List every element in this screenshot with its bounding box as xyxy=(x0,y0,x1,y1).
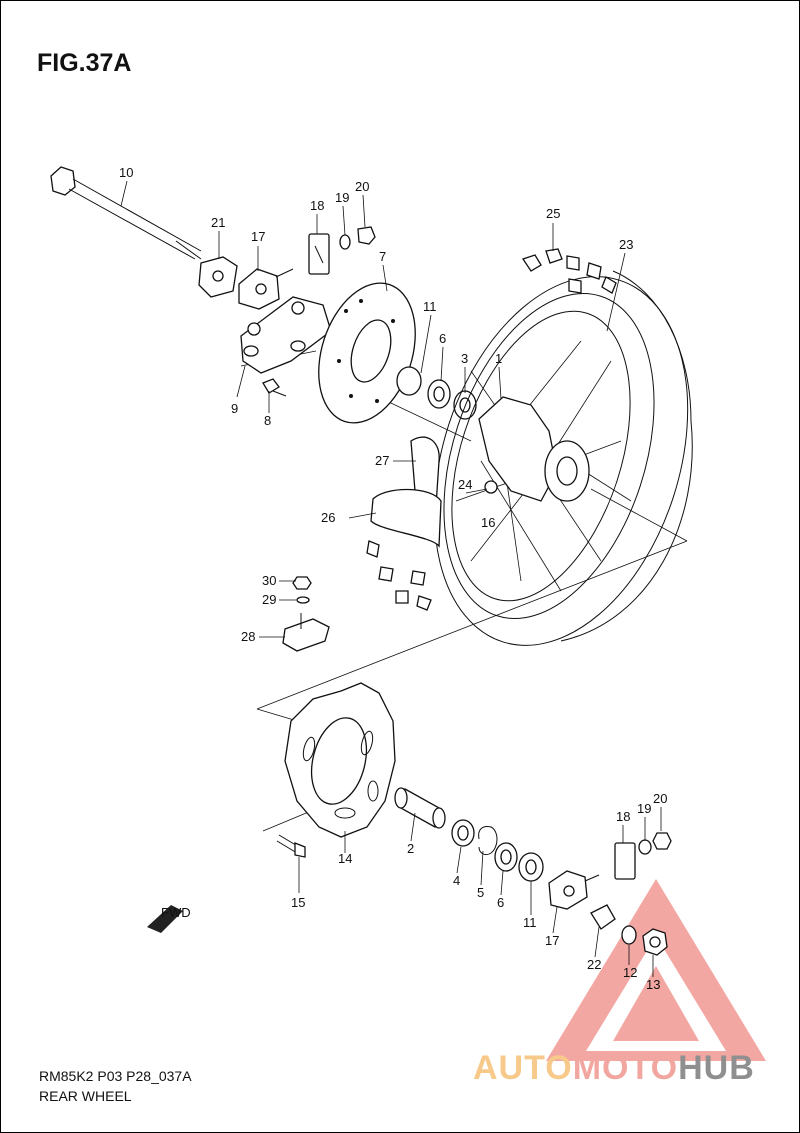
diagram-code: RM85K2 P03 P28_037A xyxy=(39,1068,192,1084)
callout-11-bottom: 11 xyxy=(523,915,537,930)
callout-6-bottom: 6 xyxy=(497,895,504,910)
callout-10: 10 xyxy=(119,165,133,180)
callout-13: 13 xyxy=(646,977,660,992)
watermark-part-auto: AUTO xyxy=(473,1049,573,1087)
rim-lock xyxy=(282,576,330,652)
callout-30: 30 xyxy=(262,573,276,588)
watermark-triangle-logo xyxy=(546,879,766,1061)
hub-spacer xyxy=(394,787,446,829)
sprocket-bolt xyxy=(276,834,306,858)
callout-11-top: 11 xyxy=(423,299,437,314)
rear-hub xyxy=(478,396,590,502)
callout-15: 15 xyxy=(291,895,305,910)
callout-24: 24 xyxy=(458,477,472,492)
callout-20-bottom: 20 xyxy=(653,791,667,806)
watermark-part-hub: HUB xyxy=(678,1049,755,1087)
brake-disc xyxy=(318,282,416,424)
callout-7: 7 xyxy=(379,249,386,264)
watermark-part-moto: MOTO xyxy=(572,1049,679,1087)
callout-12: 12 xyxy=(623,965,637,980)
callout-17-top: 17 xyxy=(251,229,265,244)
chain-adjuster-right xyxy=(548,832,672,910)
callout-leaders xyxy=(120,180,662,977)
callout-8: 8 xyxy=(264,413,271,428)
callout-25: 25 xyxy=(546,206,560,221)
fwd-label: FWD xyxy=(161,905,191,920)
hub-bearings-bottom xyxy=(451,819,544,882)
rear-axle xyxy=(50,166,202,260)
figure-title: FIG.37A xyxy=(37,49,132,77)
caliper-bracket xyxy=(240,296,332,397)
callout-19-bottom: 19 xyxy=(637,801,651,816)
callout-14: 14 xyxy=(338,851,352,866)
callout-6-top: 6 xyxy=(439,331,446,346)
callout-16: 16 xyxy=(481,515,495,530)
callout-4: 4 xyxy=(453,873,460,888)
callout-18-bottom: 18 xyxy=(616,809,630,824)
callout-5: 5 xyxy=(477,885,484,900)
diagram-name: REAR WHEEL xyxy=(39,1088,132,1104)
callout-26: 26 xyxy=(321,510,335,525)
callout-19-top: 19 xyxy=(335,190,349,205)
watermark-wordmark: AUTOMOTOHUB xyxy=(473,1049,755,1088)
callout-28: 28 xyxy=(241,629,255,644)
rear-sprocket xyxy=(284,682,396,838)
forward-direction-arrow: FWD xyxy=(147,905,191,933)
callout-21: 21 xyxy=(211,215,225,230)
callout-29: 29 xyxy=(262,592,276,607)
callout-20-top: 20 xyxy=(355,179,369,194)
callout-23: 23 xyxy=(619,237,633,252)
axle-nut-set xyxy=(590,904,668,956)
hub-bearings-top xyxy=(396,366,477,420)
callout-numbers: 10 21 17 18 19 20 25 23 7 11 6 3 1 9 8 2… xyxy=(119,165,667,992)
callout-2: 2 xyxy=(407,841,414,856)
chain-guide-top xyxy=(308,226,376,275)
callout-18-top: 18 xyxy=(310,198,324,213)
callout-22: 22 xyxy=(587,957,601,972)
callout-17-bottom: 17 xyxy=(545,933,559,948)
callout-3: 3 xyxy=(461,351,468,366)
tube-and-rim-band xyxy=(370,436,442,548)
callout-1: 1 xyxy=(495,351,502,366)
chain-adjuster-left xyxy=(198,256,294,310)
callout-9: 9 xyxy=(231,401,238,416)
callout-27: 27 xyxy=(375,453,389,468)
